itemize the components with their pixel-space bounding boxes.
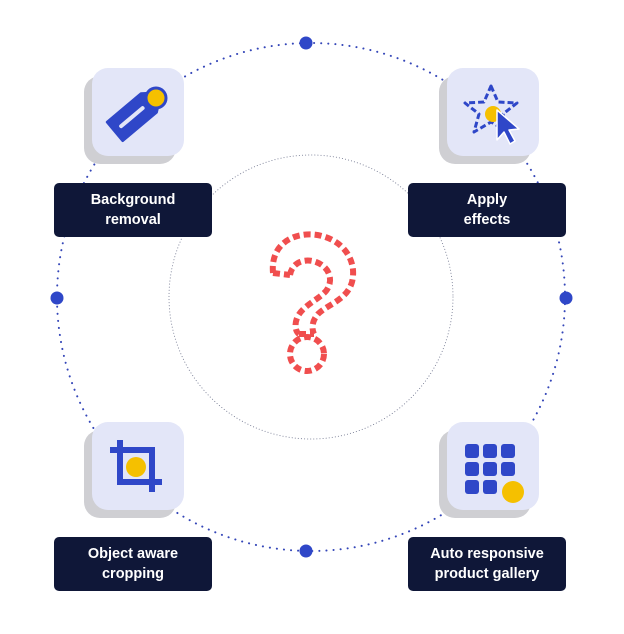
orbit-dot-left	[50, 291, 64, 305]
label-line-2: cropping	[101, 566, 165, 582]
star-cursor-icon	[463, 84, 520, 145]
label-auto-responsive-gallery: Auto responsive product gallery	[408, 537, 566, 591]
price-tag-icon	[105, 86, 168, 142]
orbit-dot-top	[299, 36, 313, 50]
label-background-removal: Background removal	[54, 183, 212, 237]
label-line-2: product gallery	[434, 566, 540, 582]
label-object-aware-cropping: Object aware cropping	[54, 537, 212, 591]
tile-auto-responsive-gallery	[439, 422, 539, 518]
label-line-1: Auto responsive	[430, 546, 544, 562]
label-line-1: Background	[90, 192, 176, 208]
label-line-1: Object aware	[87, 546, 179, 562]
question-mark-icon	[269, 231, 357, 374]
tile-background-removal	[84, 68, 184, 164]
label-apply-effects: Apply effects	[408, 183, 566, 237]
tile-object-aware-cropping	[84, 422, 184, 518]
crop-icon	[110, 440, 162, 492]
label-line-2: effects	[463, 212, 511, 228]
orbit-dot-bottom	[299, 544, 313, 558]
label-line-2: removal	[105, 212, 161, 228]
inner-orbit-ring	[168, 154, 454, 440]
tile-apply-effects	[439, 68, 539, 164]
grid-icon	[465, 444, 524, 503]
orbit-dot-right	[559, 291, 573, 305]
label-line-1: Apply	[466, 192, 508, 208]
